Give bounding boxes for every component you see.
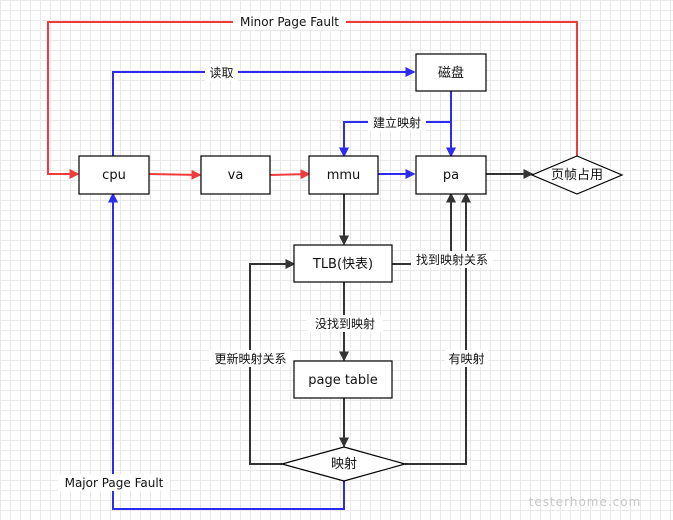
svg-text:Minor Page Fault: Minor Page Fault: [240, 15, 339, 29]
va-node: va: [200, 155, 271, 195]
svg-text:页帧占用: 页帧占用: [551, 168, 603, 183]
page-table-node: page table: [293, 360, 393, 399]
svg-text:cpu: cpu: [102, 168, 126, 183]
read-disk-connector: [112, 67, 416, 156]
major-page-fault-label: Major Page Fault: [58, 474, 170, 491]
update-mapping-label: 更新映射关系: [209, 350, 292, 367]
svg-text:va: va: [228, 168, 244, 183]
cpu-to-va-connector: [148, 169, 202, 180]
has-mapping-connector: [405, 192, 471, 465]
major-page-fault-connector: [108, 192, 345, 510]
build-mapping-label: 建立映射: [368, 114, 426, 131]
found-mapping-label: 找到映射关系: [411, 251, 493, 268]
svg-text:建立映射: 建立映射: [373, 115, 421, 130]
svg-text:读取: 读取: [209, 66, 233, 80]
cpu-node: cpu: [78, 155, 150, 195]
disk-node: 磁盘: [415, 53, 487, 92]
svg-text:映射: 映射: [331, 456, 357, 472]
mapping-decision: 映射: [279, 446, 408, 482]
has-mapping-label: 有映射: [445, 350, 488, 367]
tlb-node: TLB(快表): [293, 244, 393, 283]
mmu-node: mmu: [308, 155, 379, 195]
not-found-mapping-label: 没找到映射: [307, 315, 383, 332]
svg-text:pa: pa: [443, 168, 459, 183]
svg-text:page table: page table: [308, 373, 378, 388]
frame-occupied-decision: 页帧占用: [530, 155, 624, 195]
svg-text:TLB(快表): TLB(快表): [312, 257, 373, 272]
read-label: 读取: [205, 64, 238, 81]
watermark: testerhome.com: [529, 495, 642, 509]
svg-text:mmu: mmu: [327, 168, 361, 183]
svg-text:找到映射关系: 找到映射关系: [416, 252, 488, 267]
minor-page-fault-connector: [47, 21, 578, 179]
svg-text:更新映射关系: 更新映射关系: [214, 351, 286, 366]
svg-text:Major Page Fault: Major Page Fault: [65, 476, 164, 490]
svg-text:没找到映射: 没找到映射: [315, 316, 375, 331]
svg-text:磁盘: 磁盘: [438, 65, 464, 81]
minor-page-fault-label: Minor Page Fault: [233, 13, 346, 30]
pa-node: pa: [415, 155, 487, 195]
svg-text:有映射: 有映射: [448, 351, 484, 366]
va-to-mmu-connector: [269, 169, 311, 180]
